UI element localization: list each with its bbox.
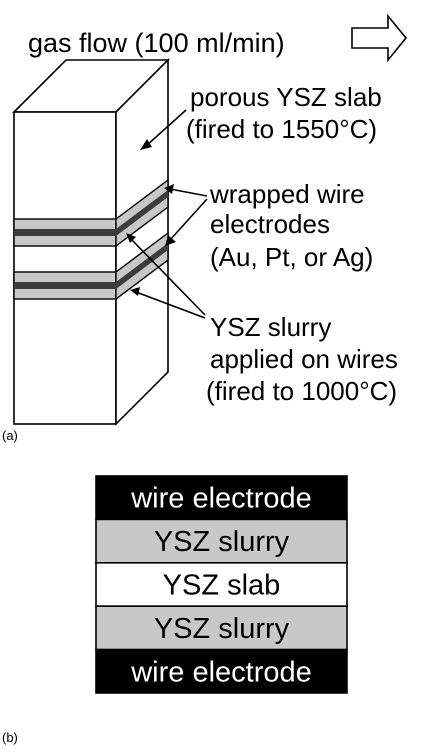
slurry-label-line1: YSZ slurry xyxy=(210,312,331,342)
stack-layer-2-label: YSZ slurry xyxy=(154,526,290,558)
electrode-label-line2: electrodes xyxy=(210,209,330,239)
slurry-pointer-lower-arrowhead xyxy=(130,287,140,296)
electrode-label-line1: wrapped wire xyxy=(209,179,365,209)
electrode-pointer-lower xyxy=(169,198,208,241)
gas-flow-label: gas flow (100 ml/min) xyxy=(28,28,285,58)
stack-layer-2 xyxy=(95,518,348,564)
electrode-pointer-upper-arrowhead xyxy=(164,184,174,194)
stack-layer-4-label: YSZ slurry xyxy=(154,613,290,645)
stack-layer-3-label: YSZ slab xyxy=(163,570,281,602)
gas-flow-arrow-icon xyxy=(351,13,408,63)
lower-wire-side xyxy=(116,243,168,289)
electrode-pointer-upper xyxy=(169,188,208,197)
stack-layer-5-label: wire electrode xyxy=(130,656,312,688)
slurry-pointer-upper-arrowhead xyxy=(126,233,136,243)
slab-front-face xyxy=(13,111,117,425)
slurry-label-line3: (fired to 1000°C) xyxy=(206,376,397,406)
upper-wire-front xyxy=(14,229,116,236)
lower-wire-front xyxy=(14,282,116,289)
slurry-label-line2: applied on wires xyxy=(210,344,398,374)
slab-label-line2: (fired to 1550°C) xyxy=(186,114,377,144)
slurry-pointer-lower xyxy=(135,291,206,319)
slab-pointer-line xyxy=(145,109,187,147)
electrode-label-line3: (Au, Pt, or Ag) xyxy=(210,242,373,272)
slurry-pointer-upper xyxy=(129,237,206,316)
stack-layer-3 xyxy=(95,561,348,607)
slab-label-line1: porous YSZ slab xyxy=(190,82,382,112)
stack-layer-5 xyxy=(95,648,348,694)
panel-a-label: (a) xyxy=(2,428,18,443)
electrode-pointer-lower-arrowhead xyxy=(165,235,176,246)
stack-layer-1 xyxy=(95,475,348,521)
slab-pointer-arrowhead xyxy=(140,139,152,150)
panel-b-label: (b) xyxy=(2,730,18,745)
stack-layer-1-label: wire electrode xyxy=(130,483,312,515)
upper-wire-side xyxy=(116,190,168,236)
panel-a: gas flow (100 ml/min) porous YSZ slab (f… xyxy=(2,13,408,443)
slab-side-face xyxy=(115,58,169,426)
